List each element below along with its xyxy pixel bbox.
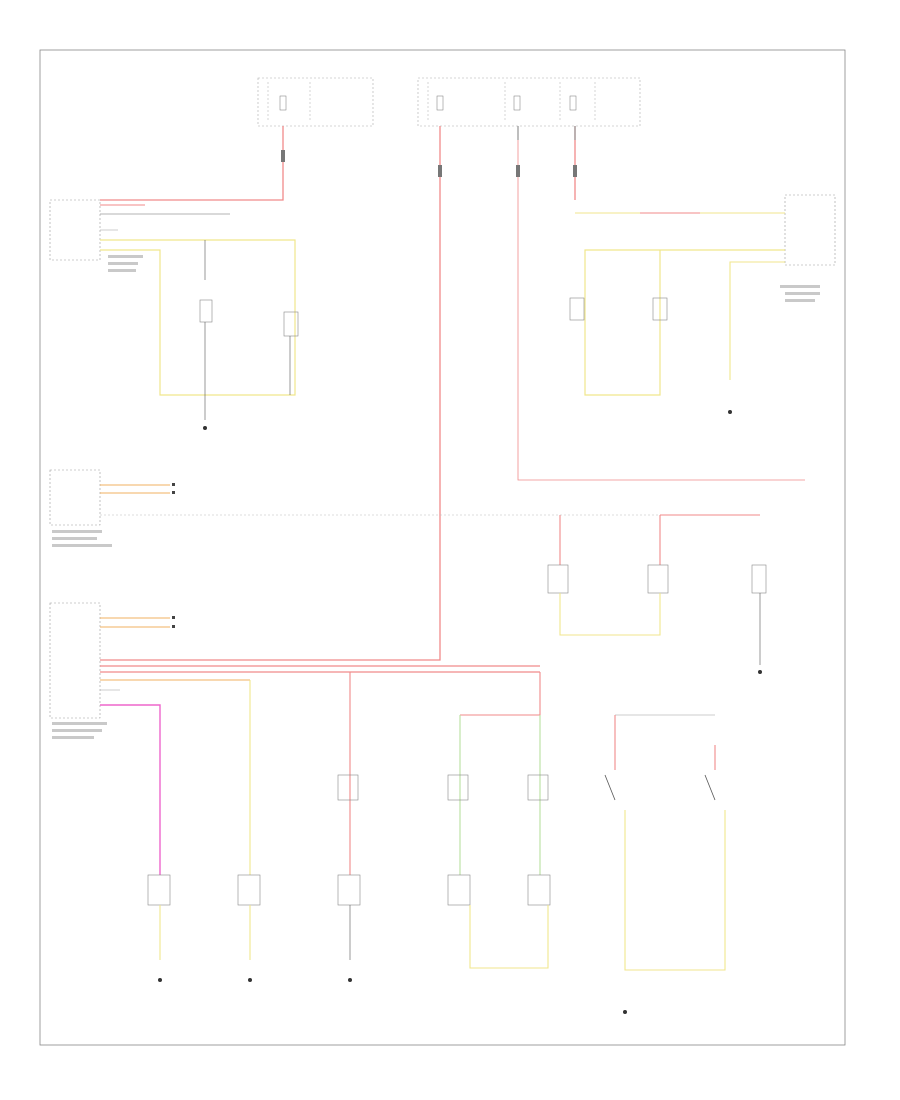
connector-icons-middle — [172, 483, 175, 494]
module-right-top — [569, 194, 836, 396]
ground-point-license — [758, 670, 762, 674]
connector-icons-bottom — [172, 616, 175, 628]
lamp-circuit-left — [100, 239, 299, 420]
fuse-output-wires — [100, 126, 805, 661]
fuse-box-right — [417, 77, 641, 127]
bottom-lamp-circuits — [100, 672, 551, 969]
ground-point-left — [203, 426, 207, 430]
wire-connectors — [281, 150, 577, 177]
module-left-top — [49, 199, 230, 261]
module-left-bottom — [49, 602, 540, 719]
module-left-middle — [49, 469, 760, 526]
license-lamp-circuit — [547, 514, 767, 665]
door-switch-circuit — [604, 714, 726, 971]
ground-point-right — [728, 410, 732, 414]
fuse-box-left — [257, 77, 374, 127]
illegible-label-marks — [52, 255, 820, 739]
ground-points-bottom — [158, 978, 352, 982]
diagram-frame — [39, 49, 846, 1046]
ground-point-switches — [623, 1010, 627, 1014]
